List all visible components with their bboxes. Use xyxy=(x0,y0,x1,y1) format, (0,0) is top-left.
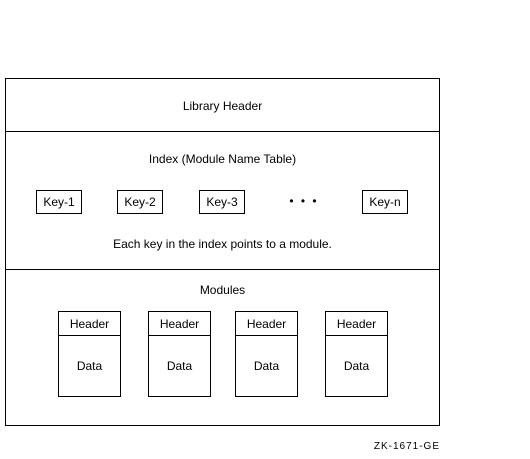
library-header-label: Library Header xyxy=(182,99,263,113)
section-divider-header-index xyxy=(5,131,440,132)
module-box-4: Header Data xyxy=(325,311,388,397)
module-header: Header xyxy=(59,312,120,336)
key-box-1: Key-1 xyxy=(36,190,82,214)
section-divider-index-modules xyxy=(5,269,440,270)
ellipsis-dots: • • • xyxy=(289,194,319,208)
module-header: Header xyxy=(326,312,387,336)
module-header: Header xyxy=(236,312,297,336)
module-data: Data xyxy=(76,359,103,373)
module-data: Data xyxy=(343,359,370,373)
module-data: Data xyxy=(166,359,193,373)
module-box-2: Header Data xyxy=(148,311,211,397)
module-box-3: Header Data xyxy=(235,311,298,397)
module-data: Data xyxy=(253,359,280,373)
figure-id-label: ZK-1671-GE xyxy=(373,441,440,452)
key-box-n: Key-n xyxy=(362,190,408,214)
key-box-3: Key-3 xyxy=(199,190,245,214)
module-header: Header xyxy=(149,312,210,336)
index-section-title: Index (Module Name Table) xyxy=(148,152,297,166)
modules-section-title: Modules xyxy=(199,283,246,297)
key-box-2: Key-2 xyxy=(117,190,163,214)
index-caption: Each key in the index points to a module… xyxy=(113,237,332,251)
library-structure-frame xyxy=(5,78,440,426)
module-box-1: Header Data xyxy=(58,311,121,397)
